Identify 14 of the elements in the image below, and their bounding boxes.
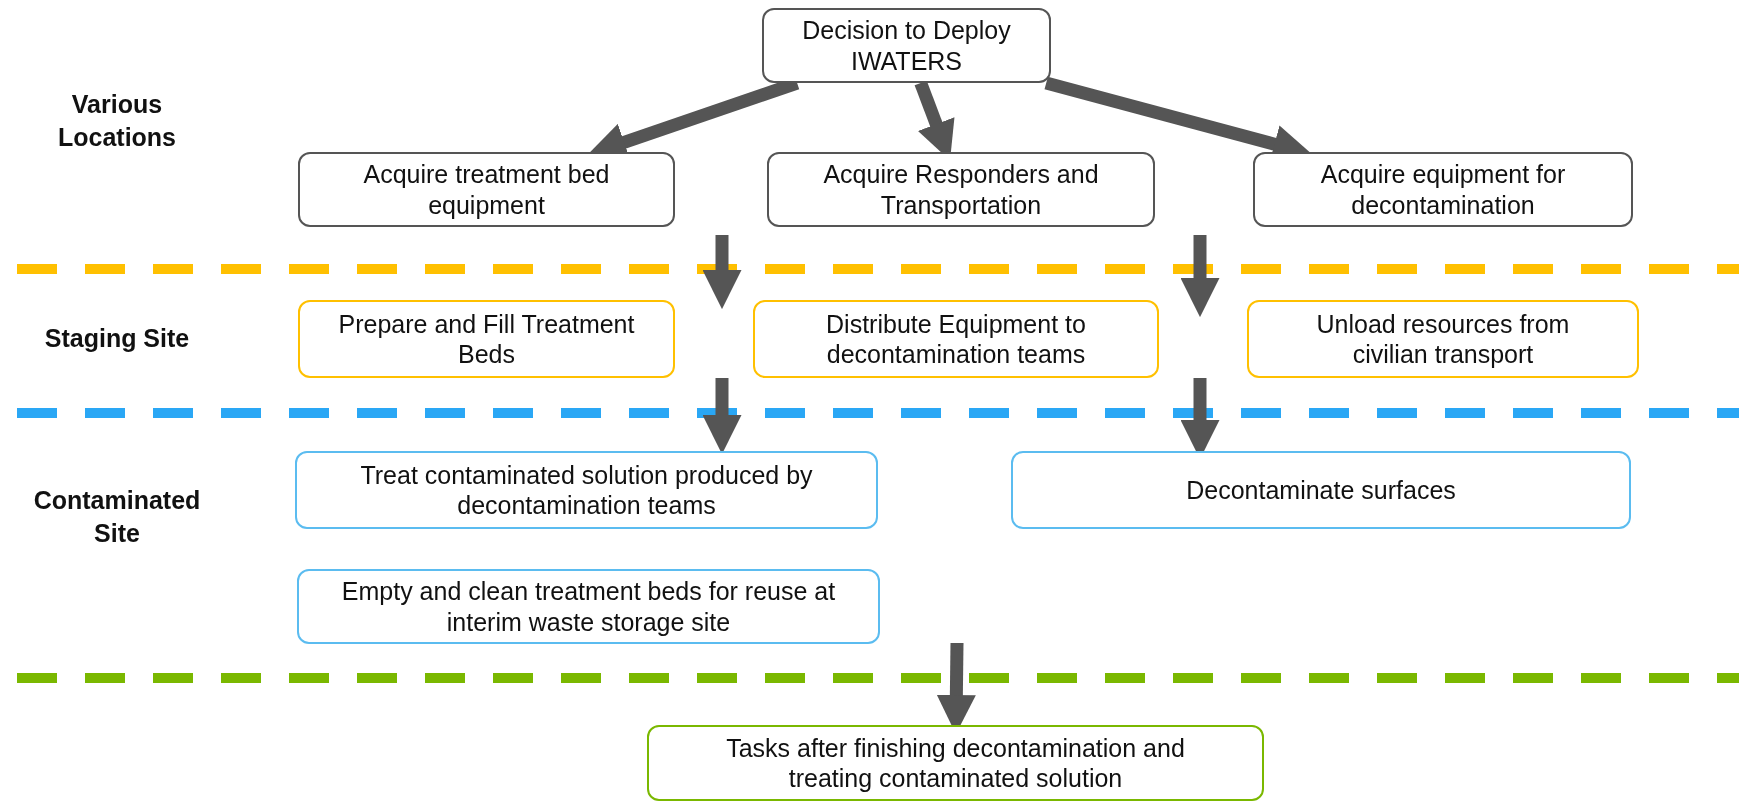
process-box: Decontaminate surfaces <box>1011 451 1631 529</box>
process-box: Empty and clean treatment beds for reuse at interim waste storage site <box>297 569 880 644</box>
section-label: Contaminated Site <box>32 485 202 549</box>
section-label: Various Locations <box>56 89 178 153</box>
process-box: Decision to Deploy IWATERS <box>762 8 1051 83</box>
process-box: Distribute Equipment to decontamination teams <box>753 300 1159 378</box>
process-box: Tasks after finishing decontamination and treating contaminated solution <box>647 725 1264 801</box>
section-label: Staging Site <box>43 323 191 354</box>
process-box: Acquire equipment for decontamination <box>1253 152 1633 227</box>
process-box: Prepare and Fill Treatment Beds <box>298 300 675 378</box>
process-box: Unload resources from civilian transport <box>1247 300 1639 378</box>
process-box: Acquire Responders and Transportation <box>767 152 1155 227</box>
process-box: Treat contaminated solution produced by decontamination teams <box>295 451 878 529</box>
process-box: Acquire treatment bed equipment <box>298 152 675 227</box>
